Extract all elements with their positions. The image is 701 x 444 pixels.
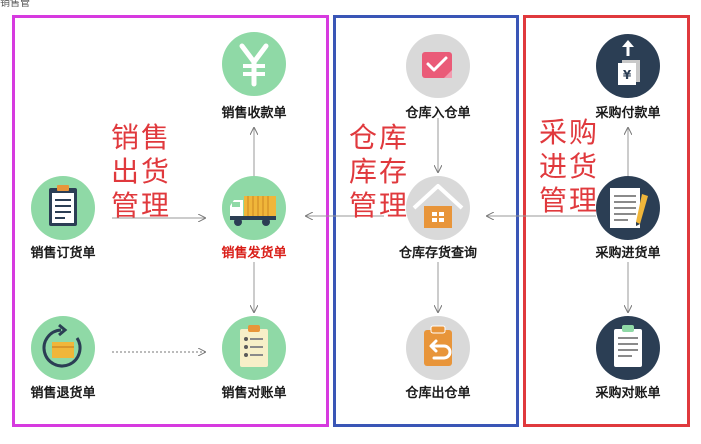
- warehouse-query-node[interactable]: [406, 176, 470, 240]
- purchase-group-line2: 进货: [539, 150, 600, 183]
- return-box-icon: [424, 325, 452, 366]
- warehouse-out-label: 仓库出仓单: [405, 386, 471, 401]
- sales-order-label: 销售订货单: [30, 246, 96, 261]
- sales-receipt-label: 销售收款单: [221, 106, 287, 121]
- sales-return-node[interactable]: [31, 316, 95, 380]
- sales-statement-label: 销售对账单: [221, 386, 287, 401]
- warehouse-query-label: 仓库存货查询: [398, 246, 477, 261]
- sales-delivery-node[interactable]: [222, 176, 286, 240]
- purchase-statement-label: 采购对账单: [595, 386, 661, 401]
- purchase-panel: [523, 15, 690, 427]
- purchase-group-line3: 管理: [539, 184, 600, 217]
- return-cycle-icon: [42, 323, 82, 368]
- purchase-group-line1: 采购: [539, 116, 600, 149]
- warehouse-group-line3: 管理: [349, 189, 410, 222]
- yen-icon: [239, 43, 269, 87]
- sales-group-title: 销售 出货 管理: [111, 121, 171, 223]
- sales-group-line2: 出货: [111, 155, 172, 188]
- top-cutoff-text: 销售管: [0, 0, 30, 9]
- document-pencil-icon: [610, 188, 648, 228]
- purchase-payment-node[interactable]: ¥: [596, 34, 660, 98]
- svg-text:¥: ¥: [623, 68, 632, 82]
- checklist-icon: [240, 325, 268, 367]
- sales-delivery-label: 销售发货单: [221, 246, 287, 261]
- house-icon: [412, 184, 464, 228]
- sales-group-line1: 销售: [111, 121, 172, 154]
- purchase-group-title: 采购 进货 管理: [539, 116, 599, 218]
- sales-group-line3: 管理: [111, 189, 172, 222]
- purchase-payment-label: 采购付款单: [595, 106, 661, 121]
- warehouse-group-title: 仓库 库存 管理: [349, 121, 409, 223]
- warehouse-panel: [333, 15, 519, 427]
- sales-panel: [12, 15, 329, 427]
- purchase-receipt-label: 采购进货单: [595, 246, 661, 261]
- truck-icon: [230, 196, 276, 226]
- payment-icon: ¥: [618, 40, 640, 85]
- sales-return-label: 销售退货单: [30, 386, 96, 401]
- clipboard-icon: [49, 185, 77, 226]
- statement-icon: [614, 325, 642, 367]
- inbox-check-icon: [422, 52, 452, 78]
- sales-order-node[interactable]: [31, 176, 95, 240]
- warehouse-group-line1: 仓库: [349, 121, 410, 154]
- warehouse-in-label: 仓库入仓单: [405, 106, 471, 121]
- purchase-statement-node[interactable]: [596, 316, 660, 380]
- warehouse-out-node[interactable]: [406, 316, 470, 380]
- warehouse-group-line2: 库存: [349, 155, 410, 188]
- sales-statement-node[interactable]: [222, 316, 286, 380]
- warehouse-in-node[interactable]: [406, 34, 470, 98]
- sales-receipt-node[interactable]: [222, 32, 286, 96]
- purchase-receipt-node[interactable]: [596, 176, 660, 240]
